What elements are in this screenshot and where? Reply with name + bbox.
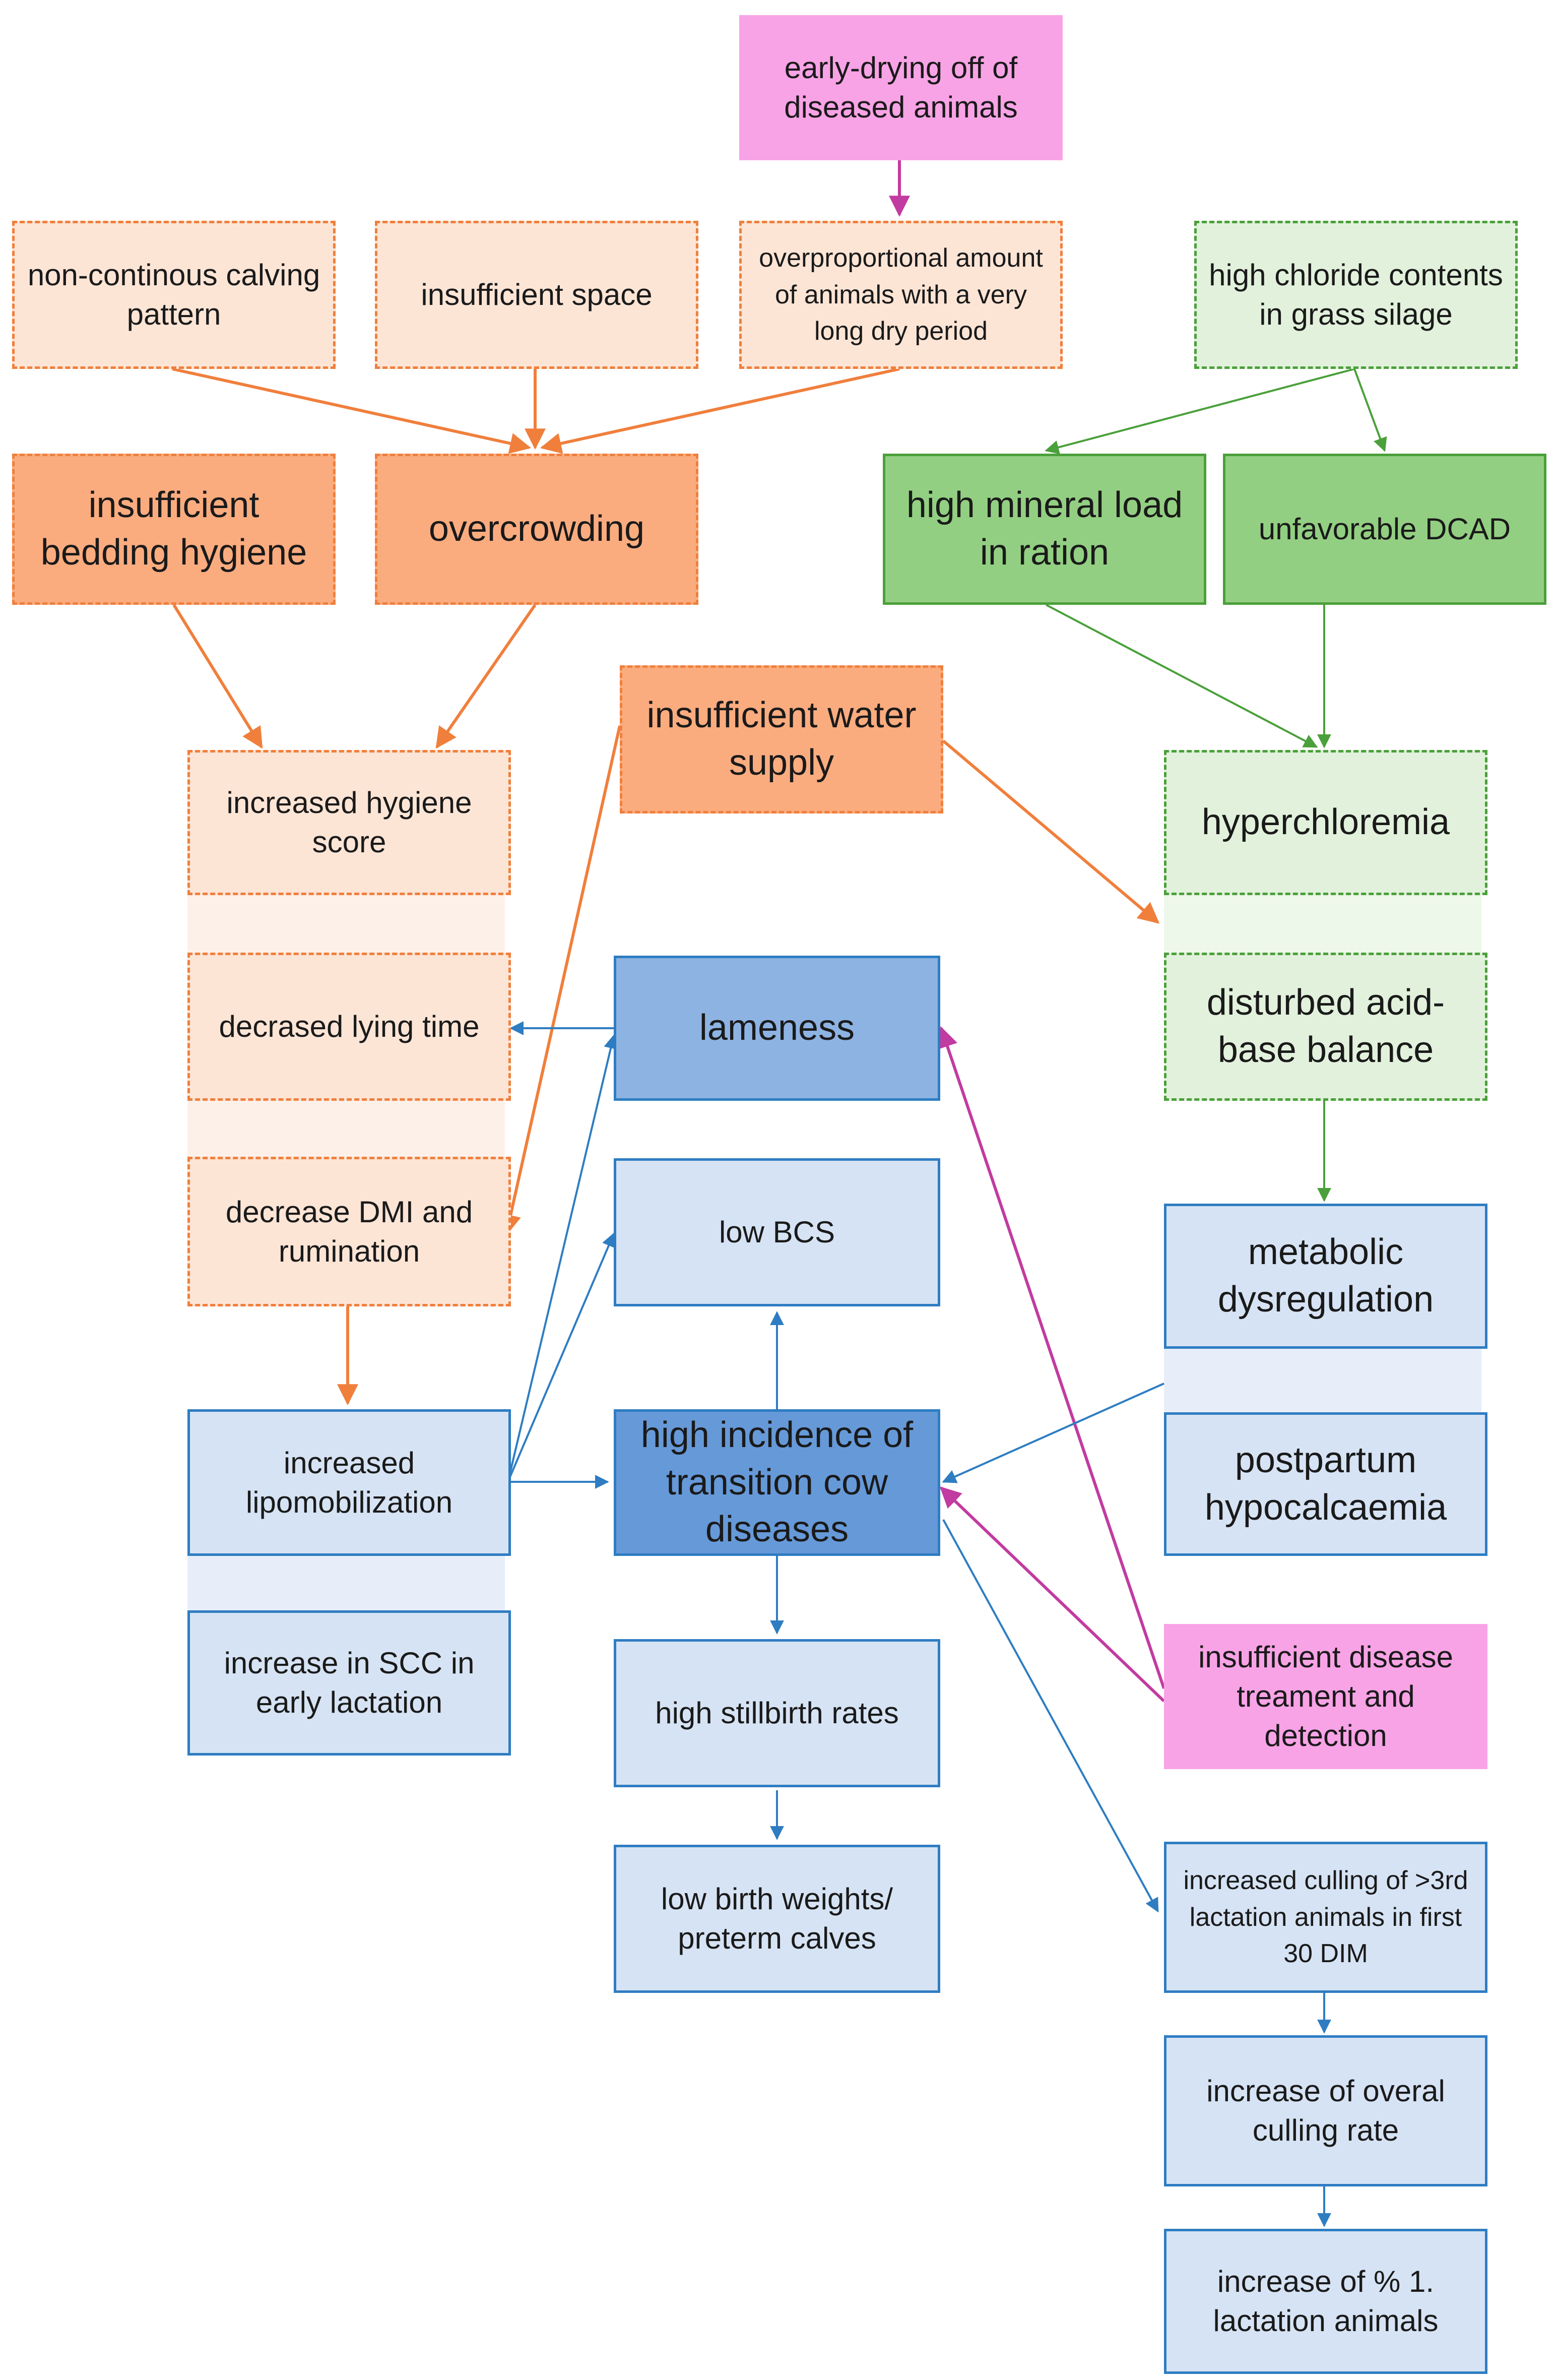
- arrow-overproportional-overcrowding: [540, 367, 900, 454]
- node-stillbirth: high stillbirth rates: [614, 1639, 940, 1787]
- node-lameness: lameness: [614, 956, 940, 1101]
- arrow-chloride-mineral: [1045, 368, 1355, 455]
- band-hyper-acid: [1164, 895, 1481, 953]
- node-water-supply: insufficient water supply: [620, 665, 943, 813]
- node-noncontinous-calving: non-continous calving pattern: [12, 221, 336, 369]
- node-culling-3rd: increased culling of >3rd lactation anim…: [1164, 1842, 1487, 1993]
- arrow-water-dmi: [500, 725, 621, 1236]
- node-bedding-hygiene: insufficient bedding hygiene: [12, 454, 336, 605]
- node-scc: increase in SCC in early lactation: [187, 1610, 511, 1756]
- node-hypocalcaemia: postpartum hypocalcaemia: [1164, 1412, 1487, 1556]
- node-first-lactation: increase of % 1. lactation animals: [1164, 2229, 1487, 2374]
- node-birth-weights: low birth weights/ preterm calves: [614, 1845, 940, 1993]
- arrow-noncontinous-overcrowding: [172, 367, 532, 454]
- node-acid-base: disturbed acid-base balance: [1164, 953, 1487, 1101]
- node-hygiene-score: increased hygiene score: [187, 750, 511, 895]
- node-lying-time: decrased lying time: [187, 953, 511, 1101]
- node-metabolic: metabolic dysregulation: [1164, 1204, 1487, 1349]
- arrow-mineral-hyperchloremia: [1046, 604, 1318, 748]
- arrow-treatment-lameness: [937, 1026, 1165, 1689]
- band-metabolic-hypo: [1164, 1349, 1481, 1412]
- node-high-chloride: high chloride contents in grass silage: [1194, 221, 1518, 369]
- node-hyperchloremia: hyperchloremia: [1164, 750, 1487, 895]
- band-lipo-scc: [187, 1551, 505, 1610]
- node-lipomobilization: increased lipomobilization: [187, 1409, 511, 1556]
- arrow-transition-culling3rd: [942, 1519, 1159, 1913]
- band-lying-dmi: [187, 1101, 505, 1157]
- node-unfavorable-dcad: unfavorable DCAD: [1223, 454, 1546, 605]
- arrow-bedding-hygiene: [172, 604, 263, 749]
- node-overcrowding: overcrowding: [375, 454, 698, 605]
- node-disease-treatment: insufficient disease treament and detect…: [1164, 1624, 1487, 1769]
- arrow-water-acidbase: [942, 739, 1160, 924]
- arrow-metabolic-transition: [942, 1383, 1164, 1483]
- node-overall-culling: increase of overal culling rate: [1164, 2035, 1487, 2186]
- arrow-overcrowding-hygiene: [435, 604, 537, 749]
- arrow-chloride-dcad: [1353, 368, 1387, 452]
- arrow-lipo-lowbcs: [507, 1232, 615, 1482]
- node-transition-diseases: high incidence of transition cow disease…: [614, 1409, 940, 1556]
- node-early-drying: early-drying off of diseased animals: [739, 15, 1063, 160]
- arrow-treatment-transition: [939, 1486, 1165, 1703]
- arrow-lipo-lameness: [507, 1034, 618, 1482]
- node-dmi-rumination: decrease DMI and rumination: [187, 1157, 511, 1306]
- node-insufficient-space: insufficient space: [375, 221, 698, 369]
- node-low-bcs: low BCS: [614, 1158, 940, 1306]
- node-overproportional: overproportional amount of animals with …: [739, 221, 1063, 369]
- node-high-mineral: high mineral load in ration: [883, 454, 1206, 605]
- band-hygiene-lying: [187, 895, 505, 953]
